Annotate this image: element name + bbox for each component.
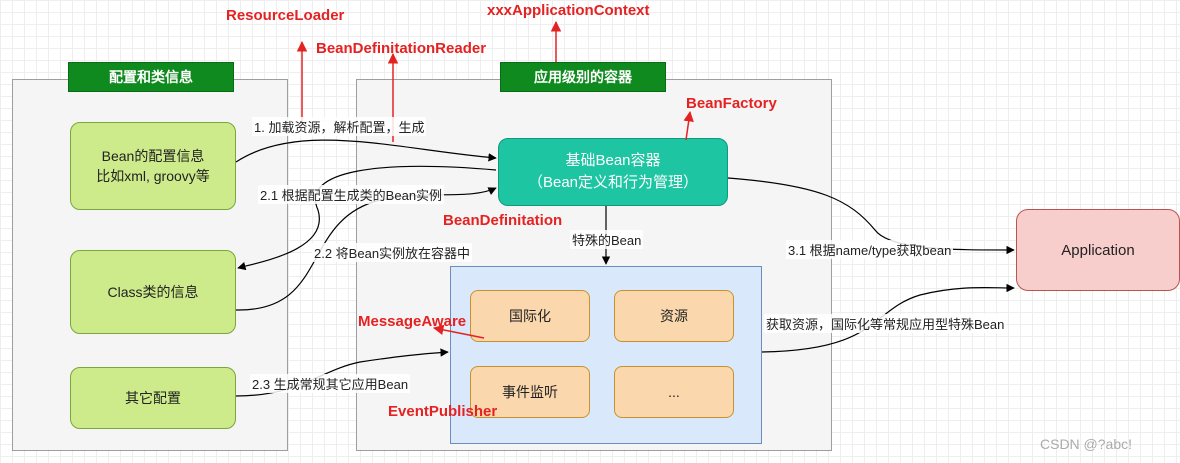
label-special-bean: 特殊的Bean xyxy=(570,230,644,249)
label-get-resources: 获取资源，国际化等常规应用型特殊Bean xyxy=(764,314,1007,333)
label-get-bean: 3.1 根据name/type获取bean xyxy=(786,240,954,259)
resource-box[interactable]: 资源 xyxy=(614,290,734,342)
edge-get-resources xyxy=(761,283,1015,353)
annotation-bean-factory: BeanFactory xyxy=(686,95,777,112)
label-load: 1. 加载资源，解析配置，生成 xyxy=(252,117,427,136)
event-listener-box[interactable]: 事件监听 xyxy=(470,366,590,418)
i18n-box[interactable]: 国际化 xyxy=(470,290,590,342)
config-panel-title: 配置和类信息 xyxy=(68,62,234,92)
label-generate-other: 2.3 生成常规其它应用Bean xyxy=(250,374,411,393)
label-put-instance: 2.2 将Bean实例放在容器中 xyxy=(312,243,473,262)
watermark: CSDN @?abc! xyxy=(1040,436,1133,452)
core-bean-container[interactable]: 基础Bean容器 （Bean定义和行为管理） xyxy=(498,138,728,206)
class-info-box[interactable]: Class类的信息 xyxy=(70,250,236,334)
core-container-line2: （Bean定义和行为管理） xyxy=(527,174,699,191)
core-container-line1: 基础Bean容器 xyxy=(565,152,661,169)
edge-load xyxy=(235,139,497,163)
application-box[interactable]: Application xyxy=(1016,209,1180,291)
edge-put-instance xyxy=(235,187,497,311)
annotation-bean-definition: BeanDefinitation xyxy=(443,212,563,229)
bean-config-box[interactable]: Bean的配置信息 比如xml, groovy等 xyxy=(70,122,236,210)
bean-config-line2: 比如xml, groovy等 xyxy=(96,168,210,184)
edge-get-bean xyxy=(727,177,1015,255)
bean-config-line1: Bean的配置信息 xyxy=(101,148,205,164)
annotation-application-context: xxxApplicationContext xyxy=(487,2,650,19)
label-generate-instance: 2.1 根据配置生成类的Bean实例 xyxy=(258,185,445,204)
container-panel-title: 应用级别的容器 xyxy=(500,62,666,92)
annotation-definition-reader: BeanDefinitationReader xyxy=(316,40,487,57)
ellipsis-box[interactable]: ... xyxy=(614,366,734,418)
arrow-message-aware xyxy=(432,324,485,339)
arrow-bean-factory xyxy=(683,110,694,141)
other-config-box[interactable]: 其它配置 xyxy=(70,367,236,429)
annotation-resource-loader: ResourceLoader xyxy=(226,7,345,24)
annotation-message-aware: MessageAware xyxy=(358,313,467,330)
annotation-event-publisher: EventPublisher xyxy=(388,403,498,420)
